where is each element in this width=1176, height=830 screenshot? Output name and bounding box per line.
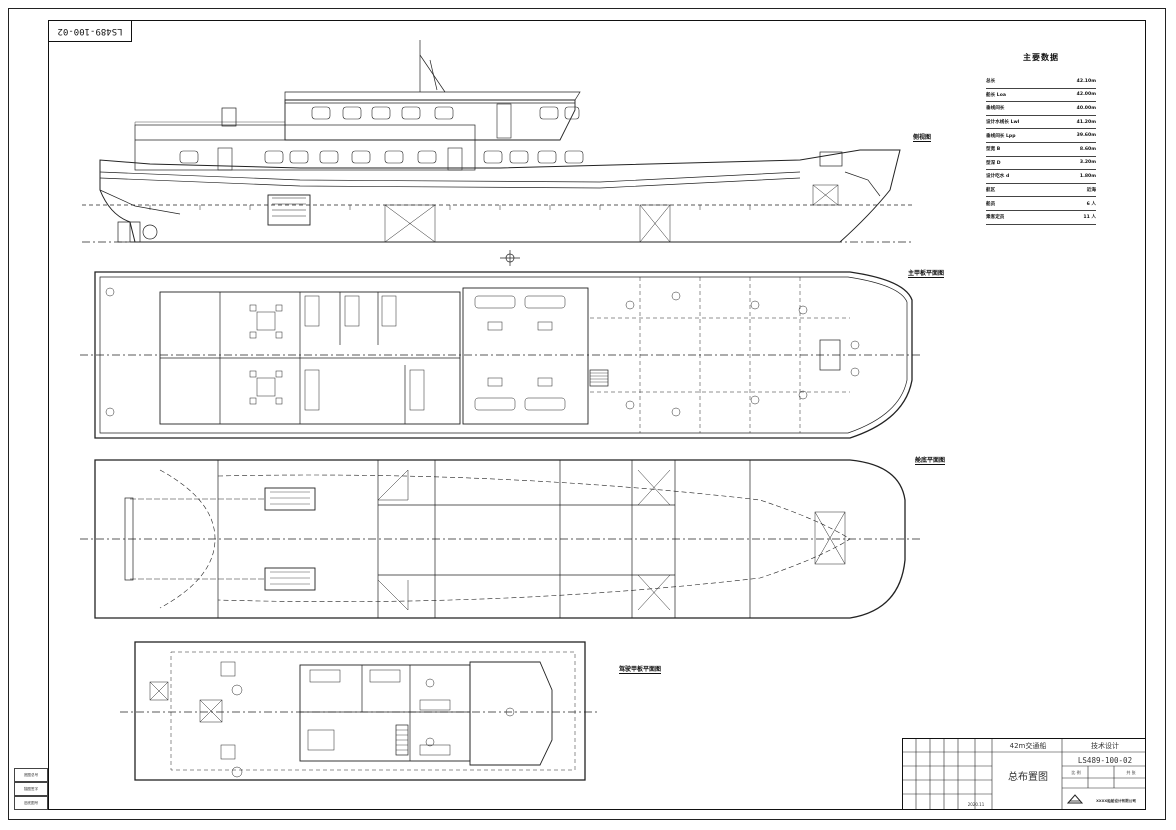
title-company: XXXX船舶设计有限公司 <box>1096 798 1136 803</box>
side-stamp-2: 描图签字 <box>14 782 48 796</box>
side-stamp-1: 底图总号 <box>14 768 48 782</box>
particular-value: 1.80m <box>1079 173 1096 179</box>
particular-value: 40.00m <box>1076 105 1096 111</box>
particular-value: 42.00m <box>1076 92 1096 98</box>
particular-row: 船长 Loa 42.00m <box>986 89 1096 103</box>
label-upper-deck: 驾驶甲板平面图 <box>619 666 662 674</box>
particular-label: 总长 <box>986 79 996 85</box>
particular-row: 船员 6 人 <box>986 197 1096 211</box>
particular-label: 垂线间长 Lpp <box>986 133 1016 139</box>
particular-value: 11 人 <box>1083 215 1096 221</box>
particular-label: 设计吃水 d <box>986 174 1010 180</box>
particular-label: 垂线间长 <box>986 106 1005 112</box>
main-particulars-rows: 总长 42.10m 船长 Loa 42.00m 垂线间长 40.00m 设计水线长 Lwl 4… <box>986 75 1096 225</box>
particular-value: 3.20m <box>1079 160 1096 166</box>
title-drawing-no: LS489-100-02 <box>1077 755 1133 765</box>
particular-row: 垂线间长 Lpp 39.60m <box>986 129 1096 143</box>
particular-row: 设计水线长 Lwl 41.20m <box>986 116 1096 130</box>
particular-value: 42.10m <box>1076 78 1096 84</box>
particular-row: 航区 近海 <box>986 184 1096 198</box>
particular-row: 乘客定员 11 人 <box>986 211 1096 225</box>
particular-row: 型深 D 3.20m <box>986 157 1096 171</box>
title-sheet-label: 共 张 <box>1126 770 1136 775</box>
title-drawing-name: 总布置图 <box>1008 771 1048 783</box>
particular-row: 设计吃水 d 1.80m <box>986 170 1096 184</box>
particular-label: 船员 <box>986 201 996 207</box>
particular-label: 设计水线长 Lwl <box>986 120 1020 126</box>
hold-plan <box>80 459 920 619</box>
title-date: 2020.11 <box>967 801 985 807</box>
label-main-deck: 主甲板平面图 <box>908 270 945 278</box>
title-project: 42m交通船 <box>1009 742 1047 750</box>
particular-label: 航区 <box>986 188 996 194</box>
title-stage: 技术设计 <box>1091 742 1119 750</box>
particular-label: 型深 D <box>986 160 1001 166</box>
particular-value: 41.20m <box>1076 119 1096 125</box>
profile-view <box>82 40 912 266</box>
outer-border <box>8 8 1166 820</box>
side-stamp-3: 旧底图号 <box>14 796 48 810</box>
label-profile-view: 侧视图 <box>913 134 932 142</box>
title-block-grid <box>902 738 1146 810</box>
upper-deck-plan <box>120 641 600 781</box>
particular-value: 6 人 <box>1086 201 1096 207</box>
main-particulars-title: 主要数据 <box>1023 53 1059 62</box>
particular-label: 船长 Loa <box>986 92 1006 98</box>
particular-row: 型宽 B 8.60m <box>986 143 1096 157</box>
particular-value: 8.60m <box>1079 146 1096 152</box>
particular-label: 型宽 B <box>986 147 1001 153</box>
label-hold: 舱底平面图 <box>915 457 946 465</box>
title-block: 42m交通船 技术设计 总布置图 LS489-100-02 比 例 共 张 20… <box>902 738 1146 810</box>
particular-value: 近海 <box>1086 188 1096 194</box>
title-scale-label: 比 例 <box>1071 770 1081 775</box>
inner-frame <box>48 20 1146 810</box>
particular-label: 乘客定员 <box>986 215 1005 221</box>
particular-row: 垂线间长 40.00m <box>986 102 1096 116</box>
particular-row: 总长 42.10m <box>986 75 1096 89</box>
main-particulars-table: 主要数据 总长 42.10m 船长 Loa 42.00m 垂线间长 40.00m 设计水线长… <box>986 52 1096 225</box>
company-logo-icon <box>1067 791 1083 807</box>
particular-value: 39.60m <box>1076 133 1096 139</box>
main-deck-plan <box>80 271 920 439</box>
